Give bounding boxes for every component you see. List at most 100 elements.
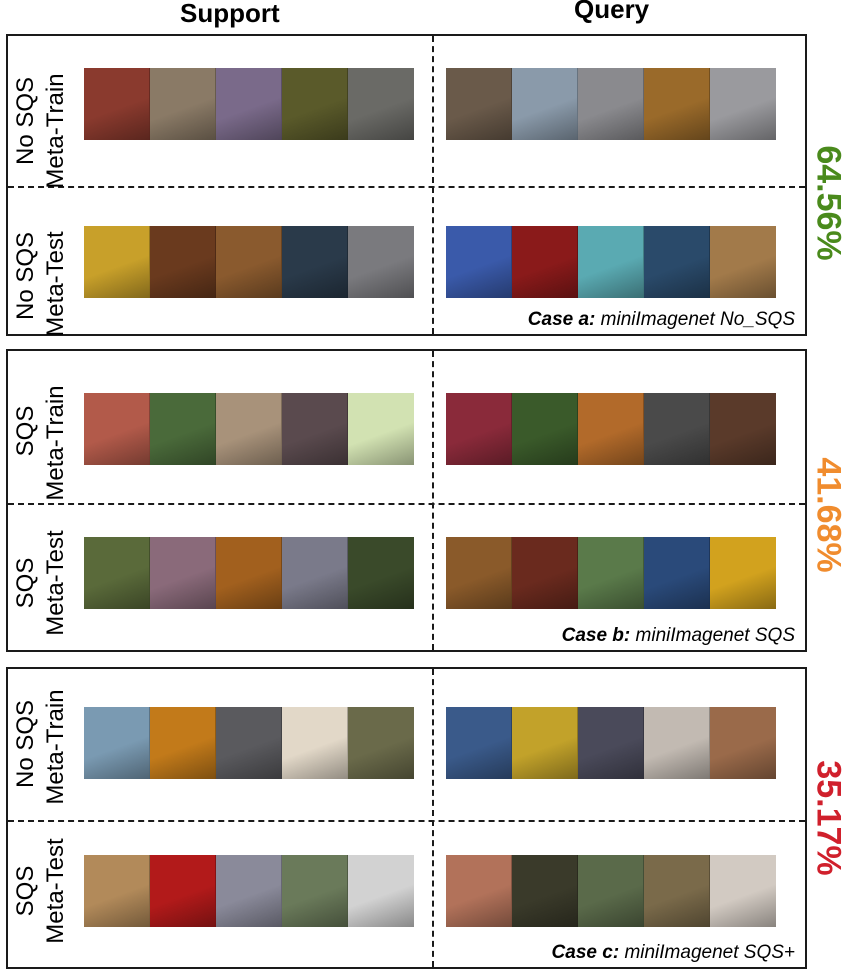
caption-case: Case a:: [527, 309, 596, 330]
query-header: Query: [574, 0, 650, 24]
case-b-panel: SQS Meta-Train SQS Meta-Test Case b: min…: [6, 349, 807, 652]
support-image: [216, 855, 282, 927]
support-image: [282, 393, 348, 465]
support-image: [150, 855, 216, 927]
support-image-strip: [84, 537, 414, 609]
support-image: [282, 707, 348, 779]
query-image-strip: [446, 855, 776, 927]
query-image: [446, 393, 512, 465]
support-image: [348, 537, 414, 609]
query-image: [578, 68, 644, 140]
support-image: [84, 68, 150, 140]
query-image-strip: [446, 226, 776, 298]
case-c-panel: No SQS Meta-Train SQS Meta-Test Case c: …: [6, 667, 807, 969]
support-image: [348, 226, 414, 298]
support-image: [150, 707, 216, 779]
query-image: [710, 68, 776, 140]
query-image: [512, 537, 578, 609]
support-image-strip: [84, 707, 414, 779]
caption-dataset: miniImagenet SQS: [635, 625, 795, 646]
query-image: [644, 537, 710, 609]
row-divider: [8, 503, 805, 505]
case-c-accuracy: 35.17%: [809, 760, 846, 876]
query-image: [710, 855, 776, 927]
support-image: [282, 226, 348, 298]
query-image: [710, 393, 776, 465]
query-image-strip: [446, 707, 776, 779]
caption-case: Case b:: [561, 625, 631, 646]
phase-label: Meta-Test: [42, 838, 69, 944]
support-image-strip: [84, 226, 414, 298]
query-image: [446, 226, 512, 298]
support-image: [150, 68, 216, 140]
column-divider: [432, 351, 434, 650]
support-image: [282, 537, 348, 609]
support-image: [216, 68, 282, 140]
support-image: [84, 226, 150, 298]
case-a-accuracy: 64.56%: [809, 145, 846, 261]
caption-dataset: miniImagenet No_SQS: [600, 309, 795, 330]
support-image: [84, 537, 150, 609]
query-image-strip: [446, 68, 776, 140]
support-image-strip: [84, 855, 414, 927]
sqs-label: No SQS: [12, 76, 39, 166]
support-image: [348, 68, 414, 140]
query-image: [644, 707, 710, 779]
case-c-caption: Case c: miniImagenet SQS+: [552, 942, 795, 964]
phase-label: Meta-Test: [42, 530, 69, 636]
query-image-strip: [446, 537, 776, 609]
query-image: [512, 855, 578, 927]
support-image: [216, 707, 282, 779]
sqs-label: SQS: [12, 405, 39, 457]
query-image: [512, 707, 578, 779]
query-image: [644, 855, 710, 927]
query-image: [446, 855, 512, 927]
case-b-caption: Case b: miniImagenet SQS: [562, 625, 795, 647]
query-image: [446, 68, 512, 140]
query-image: [644, 393, 710, 465]
sqs-label: No SQS: [12, 231, 39, 321]
query-image: [512, 68, 578, 140]
support-image: [150, 226, 216, 298]
support-header: Support: [180, 0, 280, 28]
support-image: [150, 393, 216, 465]
query-image: [446, 537, 512, 609]
sqs-label: No SQS: [12, 699, 39, 789]
phase-label: Meta-Test: [42, 231, 69, 337]
caption-case: Case c:: [551, 942, 620, 963]
sqs-label: SQS: [12, 557, 39, 609]
row-divider: [8, 186, 805, 188]
row-divider: [8, 820, 805, 822]
query-image: [710, 707, 776, 779]
query-image: [644, 226, 710, 298]
column-divider: [432, 669, 434, 967]
support-image: [84, 855, 150, 927]
query-image: [446, 707, 512, 779]
sqs-label: SQS: [12, 865, 39, 917]
query-image: [644, 68, 710, 140]
phase-label: Meta-Train: [42, 689, 69, 805]
query-image: [512, 226, 578, 298]
support-image: [216, 537, 282, 609]
query-image: [578, 537, 644, 609]
support-image: [348, 707, 414, 779]
query-image: [578, 707, 644, 779]
query-image-strip: [446, 393, 776, 465]
support-image: [84, 393, 150, 465]
support-image-strip: [84, 68, 414, 140]
support-image: [348, 855, 414, 927]
query-image: [710, 537, 776, 609]
query-image: [710, 226, 776, 298]
support-image: [216, 226, 282, 298]
support-image: [84, 707, 150, 779]
query-image: [578, 226, 644, 298]
phase-label: Meta-Train: [42, 385, 69, 501]
phase-label: Meta-Train: [42, 73, 69, 189]
case-a-panel: No SQS Meta-Train No SQS Meta-Test Case …: [6, 34, 807, 337]
query-image: [512, 393, 578, 465]
case-b-accuracy: 41.68%: [809, 457, 846, 573]
support-image: [282, 855, 348, 927]
support-image-strip: [84, 393, 414, 465]
support-image: [348, 393, 414, 465]
support-image: [216, 393, 282, 465]
